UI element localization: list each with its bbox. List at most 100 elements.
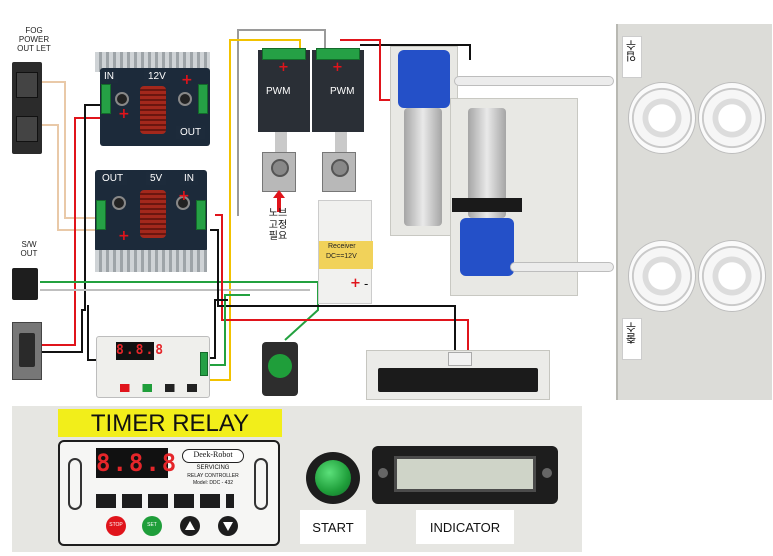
receiver-name: Receiver (328, 243, 356, 250)
converter-5v-volt-tag: 5V (146, 172, 167, 185)
water-out-fitting-2 (698, 240, 766, 312)
small-indicator-screen (378, 368, 538, 392)
timer-relay-brand: Deek-Robot (193, 450, 233, 459)
water-in-label: 입수 (626, 40, 638, 62)
small-start-button (262, 342, 298, 396)
converter-5v-in-tag: IN (180, 172, 198, 185)
water-in-fitting-2 (698, 82, 766, 154)
pump-1-head (398, 50, 450, 108)
start-button[interactable] (306, 452, 360, 504)
timer-set-button[interactable] (142, 516, 162, 536)
converter-5v-cap-1 (112, 196, 126, 210)
indicator-screw-right (542, 468, 552, 478)
fog-power-outlet-connector (12, 62, 42, 154)
pwm-board-2-label: PWM (330, 86, 355, 97)
receiver-spec: DC==12V (326, 253, 357, 260)
small-relay-buttons (120, 384, 200, 392)
wire-green-relay (205, 294, 250, 366)
down-triangle-icon (223, 522, 233, 531)
small-relay-display: 8.8.8 (116, 342, 166, 360)
water-in-label-box (622, 36, 642, 78)
pump-1-motor (404, 108, 442, 226)
timer-relay-model-3: Model: DDC - 432 (192, 480, 233, 486)
timer-up-button[interactable] (180, 516, 200, 536)
converter-5v-inductor (140, 190, 166, 238)
wire-black-relay-right (205, 299, 228, 359)
wire-black-top (360, 44, 471, 60)
timer-stop-button[interactable] (106, 516, 126, 536)
receiver-module (318, 200, 373, 304)
converter-5v-plus-out: + (118, 228, 130, 244)
pwm-ribbon-1 (275, 132, 287, 156)
timer-relay-brand-badge (182, 449, 244, 463)
converter-12v-out-tag: OUT (176, 126, 206, 139)
water-out-label-box (622, 318, 642, 360)
wire-red-top (340, 39, 395, 101)
water-out-fitting-1 (628, 240, 696, 312)
converter-12v-inductor (140, 86, 166, 134)
wire-tan-fog-2 (40, 124, 100, 231)
start-label-box (300, 510, 366, 544)
wire-yellow-loop (205, 39, 301, 381)
converter-5v-out-tag: OUT (98, 172, 128, 185)
sw-out-connector (12, 268, 38, 300)
converter-12v-plus-in: + (118, 106, 130, 122)
indicator-label: INDICATOR (429, 520, 501, 535)
pump-2-head (460, 218, 514, 276)
timer-relay-slot-left (68, 458, 82, 510)
pwm-board-2-plus: + (332, 60, 343, 75)
pwm-board-2-terminal (316, 48, 360, 60)
water-out-label: 출수 (626, 322, 638, 344)
pwm-board-1-label: PWM (266, 86, 291, 97)
pump-bracket (452, 198, 522, 212)
pwm-board-1 (258, 50, 310, 132)
water-in-fitting-1 (628, 82, 696, 154)
wire-red-main (40, 117, 110, 346)
converter-12v-terminal-out (198, 84, 208, 114)
timer-relay-slot-right (254, 458, 268, 510)
timer-relay-model-1: SERVICING (196, 465, 230, 471)
converter-12v-in-tag: IN (100, 70, 118, 83)
pwm-knob-2 (322, 152, 356, 192)
wire-black-main (40, 104, 110, 353)
converter-12v-volt-tag: 12V (144, 70, 170, 83)
small-relay-terminal (200, 352, 208, 376)
small-indicator-connector (448, 352, 472, 366)
wire-tan-fog (40, 81, 100, 219)
indicator-screw-left (378, 468, 388, 478)
wire-black-indicator (210, 229, 456, 355)
converter-12v-cap-1 (115, 92, 129, 106)
timer-stop-label: STOP (109, 522, 123, 528)
tube-inlet (454, 76, 614, 86)
up-triangle-icon (185, 521, 195, 530)
start-label: START (312, 520, 354, 535)
indicator-screen (394, 456, 536, 492)
pwm-board-1-terminal (262, 48, 306, 60)
timer-relay-title-box (58, 409, 282, 437)
converter-5v-terminal-out (96, 200, 106, 230)
receiver-minus: - (364, 276, 369, 291)
timer-relay-bars (96, 494, 234, 508)
timer-relay-title: TIMER RELAY (90, 410, 250, 437)
converter-5v-plus-in: + (178, 188, 190, 204)
pwm-knob-1 (262, 152, 296, 192)
converter-12v-cap-2 (178, 92, 192, 106)
timer-down-button[interactable] (218, 516, 238, 536)
converter-5v-terminal-in (196, 200, 206, 230)
indicator-label-box (416, 510, 514, 544)
pwm-board-2 (312, 50, 364, 132)
converter-12v-terminal-in (101, 84, 111, 114)
pwm-board-1-plus: + (278, 60, 289, 75)
knob-note-arrow (273, 190, 285, 212)
converter-5v-cap-2 (176, 196, 190, 210)
wire-gray-top (237, 29, 326, 216)
fog-power-outlet-label: FOG POWER OUT LET (17, 26, 51, 54)
power-input-connector (12, 322, 42, 380)
tube-outlet (510, 262, 614, 272)
timer-relay-display: 8.8.8 (96, 448, 179, 478)
sw-out-label: S/W OUT (20, 240, 38, 259)
wire-red-indicator (215, 214, 469, 355)
converter-5v-heatsink (95, 250, 207, 272)
knob-note-label: 노브 고정 필요 (268, 208, 288, 242)
receiver-plus: + (350, 276, 361, 291)
